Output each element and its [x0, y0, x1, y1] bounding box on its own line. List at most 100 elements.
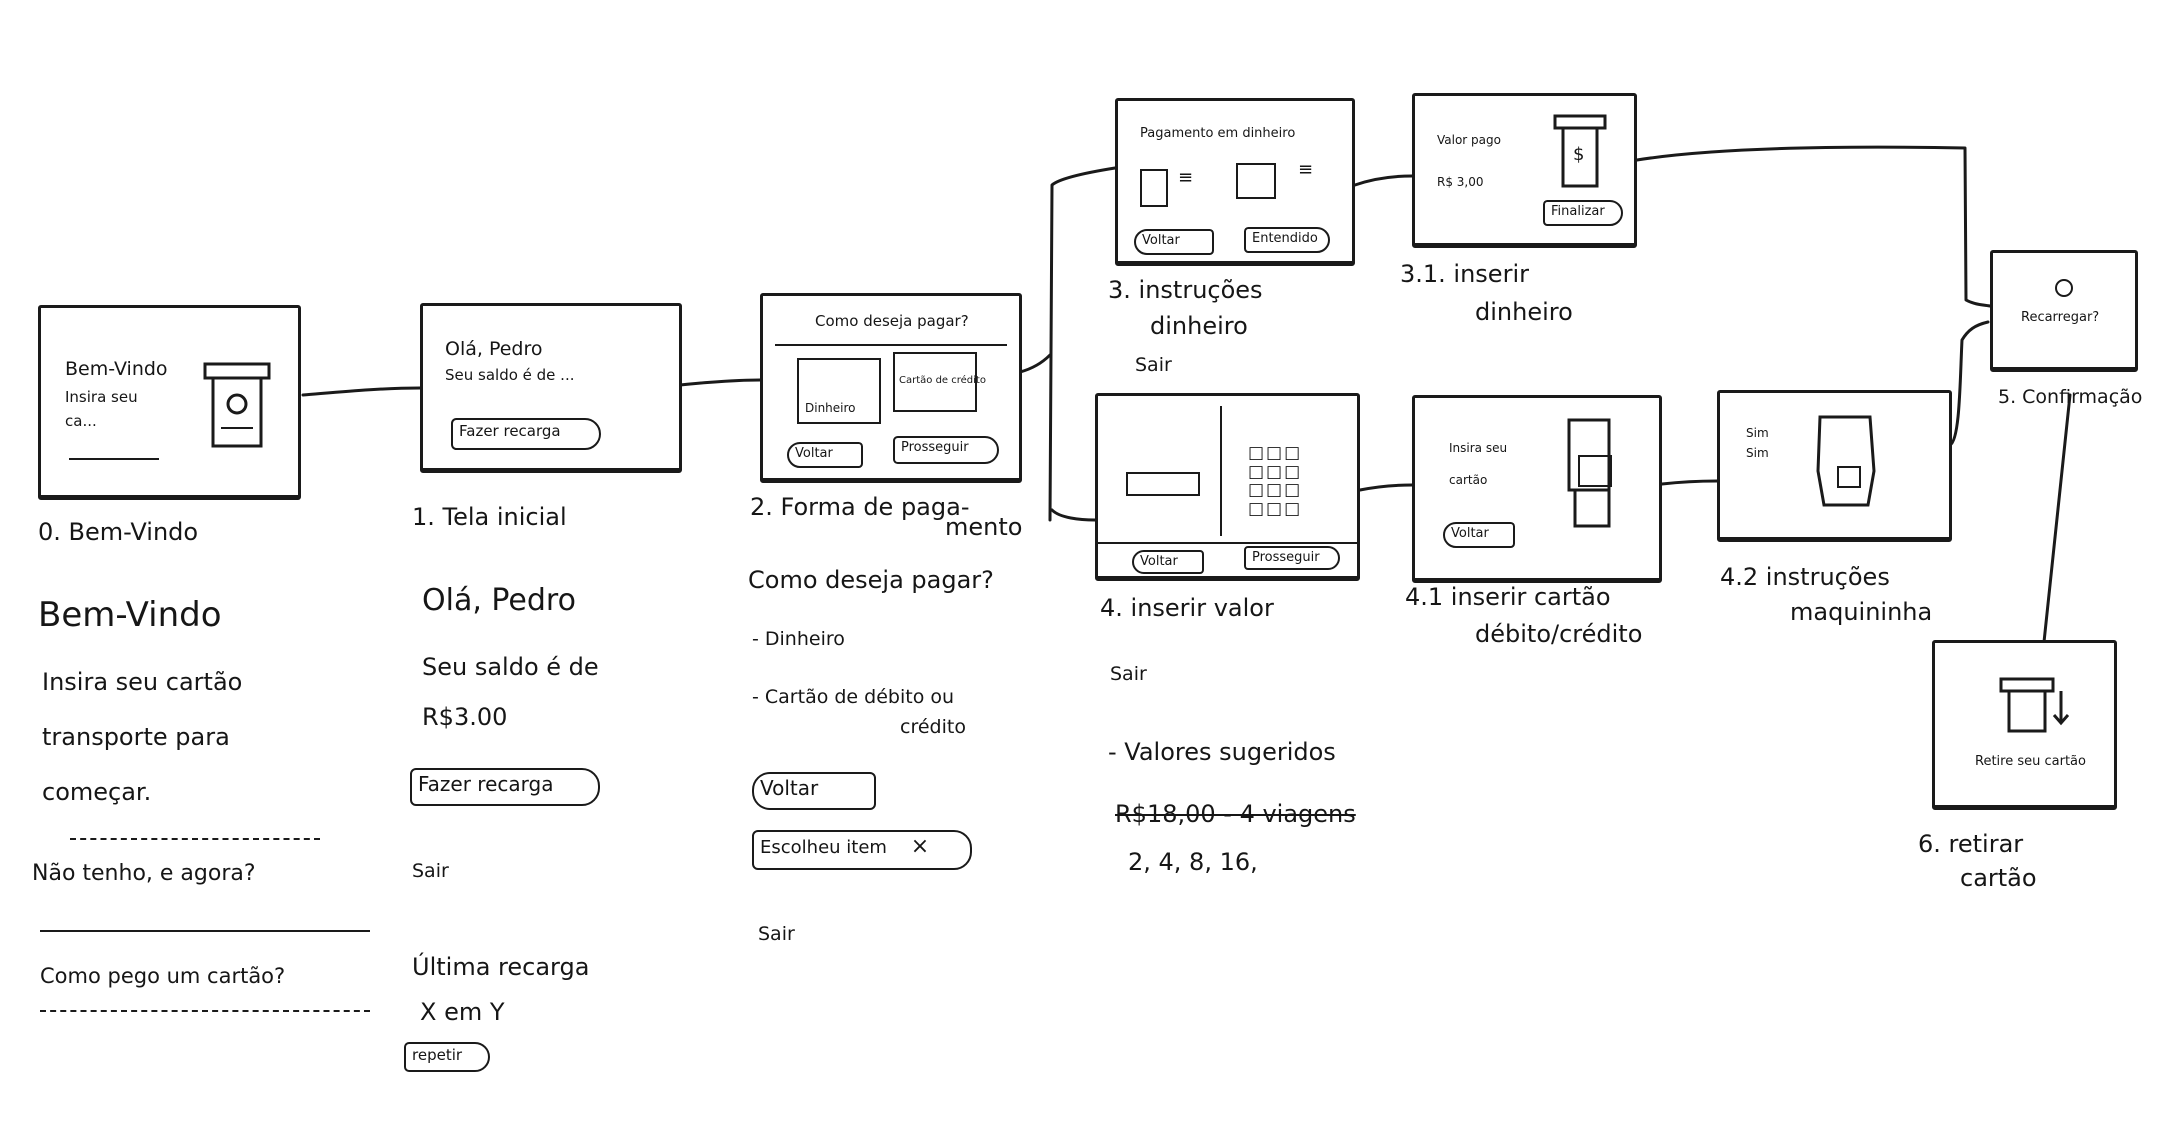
screen-4-back-button[interactable]: Voltar — [1132, 550, 1204, 574]
note-0-dash-2 — [40, 930, 370, 932]
close-icon[interactable]: × — [910, 834, 930, 859]
screen-3-step-1 — [1140, 169, 1168, 207]
screen-2-divider — [775, 344, 1007, 346]
connector-3-31 — [1353, 174, 1414, 187]
note-1-repeat-button[interactable]: repetir — [404, 1042, 490, 1072]
caption-4-1a: 4.1 inserir cartão — [1405, 583, 1611, 611]
screen-4-insert-value: □□□□□□□□□□□□ Voltar Prosseguir — [1095, 393, 1360, 581]
connector-split-4 — [1050, 508, 1097, 522]
screen-3-1-finish-button[interactable]: Finalizar — [1543, 200, 1623, 226]
note-2-chosen-button[interactable]: Escolheu item × — [752, 830, 972, 870]
connector-2-split — [1018, 353, 1052, 374]
screen-3-back-button[interactable]: Voltar — [1134, 229, 1214, 255]
screen-3-1-amount: R$ 3,00 — [1437, 175, 1484, 189]
cash-machine-icon: $ — [1553, 114, 1607, 190]
note-0-link-1[interactable]: Não tenho, e agora? — [32, 861, 256, 886]
screen-3-lines-icon-2: ≡ — [1298, 159, 1314, 180]
card-machine-icon — [1812, 411, 1882, 511]
note-1-last-value: X em Y — [420, 998, 505, 1026]
caption-6a: 6. retirar — [1918, 830, 2024, 858]
screen-2-option-cash[interactable]: Dinheiro — [797, 358, 881, 424]
note-2-exit[interactable]: Sair — [758, 923, 795, 945]
screen-2-next-button[interactable]: Prosseguir — [893, 436, 999, 464]
screen-6-remove-card: Retire seu cartão — [1932, 640, 2117, 810]
note-2-question: Como deseja pagar? — [748, 566, 994, 594]
screen-3-lines-icon: ≡ — [1178, 167, 1194, 188]
screen-5-confirmation: Recarregar? — [1990, 250, 2138, 372]
screen-3-step-2 — [1236, 163, 1276, 199]
caption-3c: Sair — [1135, 354, 1172, 376]
note-0-dash-1 — [70, 838, 320, 840]
note-4-label: - Valores sugeridos — [1108, 738, 1336, 766]
screen-0-line3: ca... — [65, 412, 97, 430]
screen-1-greeting: Olá, Pedro — [445, 338, 543, 360]
connector-4-41 — [1358, 483, 1414, 492]
caption-4-2b: maquininha — [1790, 598, 1933, 626]
screen-4-next-button[interactable]: Prosseguir — [1244, 546, 1340, 570]
screen-4-1-label-a: Insira seu — [1449, 441, 1508, 455]
note-0-line2: transporte para — [42, 723, 230, 751]
screen-3-1-label: Valor pago — [1437, 133, 1501, 147]
connector-41-42 — [1660, 479, 1719, 486]
note-4-struck: R$18,00 - 4 viagens — [1115, 800, 1356, 828]
note-1-balance: Seu saldo é de — [422, 653, 599, 681]
screen-2-back-button[interactable]: Voltar — [787, 442, 863, 468]
connector-42-5 — [1948, 320, 1990, 447]
screen-1-recharge-button[interactable]: Fazer recarga — [451, 418, 601, 450]
screen-2-option-card[interactable]: Cartão de crédito — [893, 352, 986, 412]
screen-3-1-insert-cash: Valor pago R$ 3,00 $ Finalizar — [1412, 93, 1637, 248]
screen-2-payment-method: Como deseja pagar? Dinheiro Cartão de cr… — [760, 293, 1022, 483]
dollar-icon: $ — [1573, 144, 1585, 165]
screen-1-balance: Seu saldo é de ... — [445, 366, 575, 384]
note-2-option-2a: - Cartão de débito ou — [752, 686, 955, 708]
note-1-amount: R$3.00 — [422, 703, 508, 731]
screen-4-bottom-divider — [1098, 542, 1357, 544]
caption-0: 0. Bem-Vindo — [38, 518, 199, 546]
screen-4-keypad[interactable]: □□□□□□□□□□□□ — [1248, 443, 1303, 520]
caption-4-1b: débito/crédito — [1475, 620, 1643, 648]
screen-2-option-cash-label: Dinheiro — [805, 401, 856, 415]
screen-2-option-card-label: Cartão de crédito — [899, 375, 986, 386]
screen-0-line2: Insira seu — [65, 388, 138, 406]
screen-6-label: Retire seu cartão — [1975, 754, 2086, 769]
note-0-line3: começar. — [42, 778, 152, 806]
connector-31-5 — [1635, 145, 1992, 308]
caption-3b: dinheiro — [1150, 312, 1248, 340]
connector-1-2 — [678, 378, 762, 387]
caption-2b: mento — [945, 513, 1023, 541]
note-0-link-2[interactable]: Como pego um cartão? — [40, 964, 286, 988]
caption-6b: cartão — [1960, 864, 2037, 892]
screen-3-ok-button[interactable]: Entendido — [1244, 227, 1330, 253]
screen-0-welcome: Bem-Vindo Insira seu ca... — [38, 305, 301, 500]
note-2-back-button[interactable]: Voltar — [752, 772, 876, 810]
connector-5-6 — [2038, 393, 2072, 682]
caption-3-1b: dinheiro — [1475, 298, 1573, 326]
note-1-exit[interactable]: Sair — [412, 860, 449, 882]
card-return-icon — [1999, 677, 2070, 737]
note-1-greeting: Olá, Pedro — [422, 583, 576, 618]
note-2-option-2b: crédito — [900, 716, 966, 738]
note-2-chosen-label: Escolheu item — [760, 837, 887, 858]
screen-4-2-label-b: Sim — [1746, 446, 1769, 460]
screen-4-1-back-button[interactable]: Voltar — [1443, 522, 1515, 548]
caption-4a: 4. inserir valor — [1100, 594, 1274, 622]
screen-3-cash-instructions: Pagamento em dinheiro ≡ ≡ Voltar Entendi… — [1115, 98, 1355, 266]
note-0-title: Bem-Vindo — [38, 595, 222, 635]
note-2-option-1: - Dinheiro — [752, 628, 845, 650]
note-1-last-label: Última recarga — [412, 953, 590, 981]
caption-1: 1. Tela inicial — [412, 503, 567, 531]
note-0-dash-3 — [40, 1010, 370, 1012]
card-reader-icon — [201, 360, 273, 450]
note-1-recharge-button[interactable]: Fazer recarga — [410, 768, 600, 806]
screen-0-title: Bem-Vindo — [65, 358, 168, 380]
screen-4-value-field[interactable] — [1126, 472, 1200, 496]
caption-4-2a: 4.2 instruções — [1720, 563, 1890, 591]
caption-2a: 2. Forma de paga- — [750, 493, 970, 521]
caption-3a: 3. instruções — [1108, 276, 1263, 304]
note-4-values: 2, 4, 8, 16, — [1128, 848, 1258, 876]
info-icon — [2055, 279, 2073, 297]
screen-4-1-label-b: cartão — [1449, 473, 1488, 487]
screen-4-1-insert-card: Insira seu cartão Voltar — [1412, 395, 1662, 583]
caption-4b: Sair — [1110, 663, 1147, 685]
screen-0-underline — [69, 458, 159, 460]
